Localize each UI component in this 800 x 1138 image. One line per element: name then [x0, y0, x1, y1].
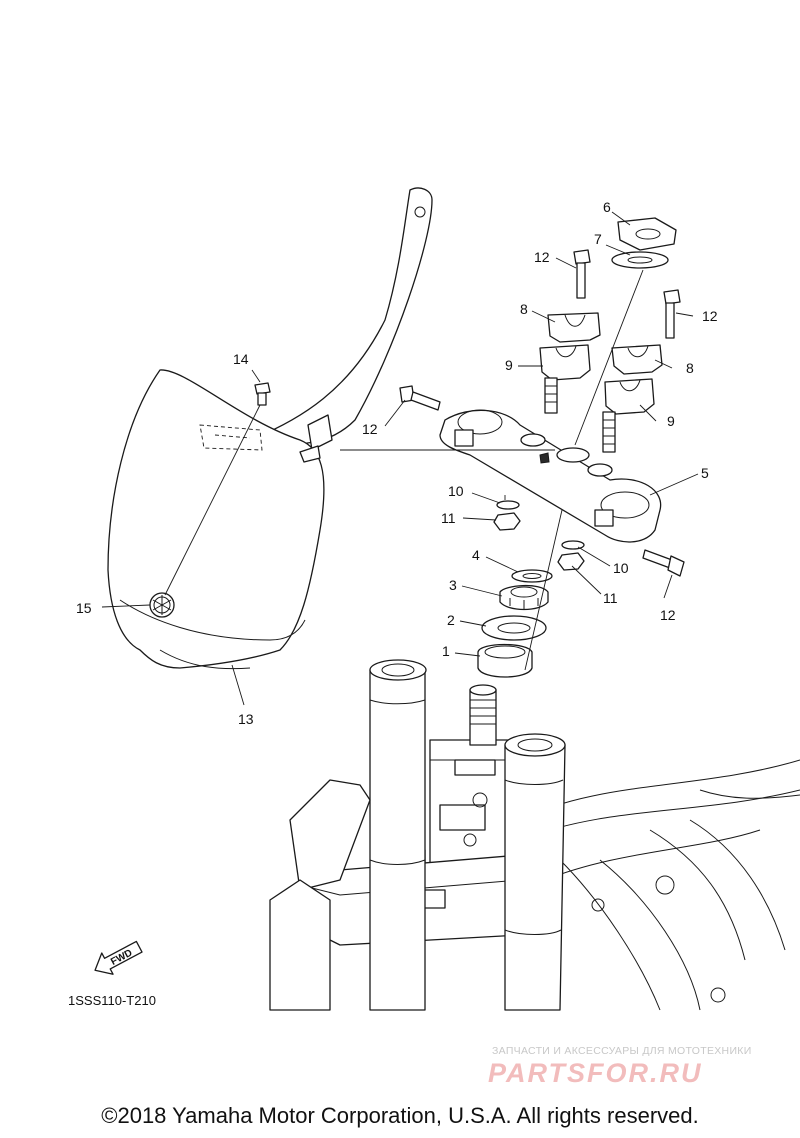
nut-11-left [493, 512, 521, 531]
bearing-1 [477, 643, 533, 678]
washer-10-left [496, 500, 520, 510]
callout-14: 14 [233, 351, 249, 367]
washer-7 [611, 251, 669, 269]
callout-7: 7 [594, 231, 602, 247]
callout-4: 4 [472, 547, 480, 563]
callout-11-left: 11 [441, 510, 456, 526]
washer-10-right [561, 540, 585, 550]
callout-5: 5 [701, 465, 709, 481]
callout-10-left: 10 [448, 483, 464, 499]
holder-upper-right-8 [611, 344, 663, 375]
yamaha-emblem-15 [149, 592, 175, 618]
callout-12-right: 12 [660, 607, 676, 623]
callout-2: 2 [447, 612, 455, 628]
bolt-12-top-right [663, 289, 681, 339]
leader-lines [101, 211, 699, 706]
watermark-tagline: ЗАПЧАСТИ И АКСЕССУАРЫ ДЛЯ МОТОТЕХНИКИ [492, 1045, 752, 1057]
callout-9-left: 9 [505, 357, 513, 373]
washer-4 [511, 569, 553, 583]
fwd-label: FWD [109, 948, 134, 968]
holder-lower-left-9 [539, 344, 591, 414]
callout-12-top-left: 12 [534, 249, 550, 265]
bolt-12-right [642, 549, 685, 577]
callout-12-top-right: 12 [702, 308, 718, 324]
callout-15: 15 [76, 600, 92, 616]
ring-nut-3 [499, 584, 549, 611]
fork-tube-left [269, 659, 427, 1011]
callout-12-left: 12 [362, 421, 378, 437]
callout-9-right: 9 [667, 413, 675, 429]
bearing-cover-2 [481, 615, 547, 641]
callout-3: 3 [449, 577, 457, 593]
bolt-14 [254, 382, 271, 406]
callout-13: 13 [238, 711, 254, 727]
steering-stem [469, 684, 497, 746]
holder-lower-right-9 [602, 378, 655, 453]
holder-upper-left-8 [547, 312, 601, 343]
bolt-12-left [399, 385, 441, 411]
fwd-arrow: FWD [94, 940, 143, 975]
diagram-code: 1SSS110-T210 [68, 993, 156, 1008]
fork-tube-right [504, 733, 566, 1011]
nut-11-right [557, 552, 585, 571]
callout-10-right: 10 [613, 560, 629, 576]
copyright-notice: ©2018 Yamaha Motor Corporation, U.S.A. A… [101, 1103, 699, 1128]
callout-8-right: 8 [686, 360, 694, 376]
callout-1: 1 [442, 643, 450, 659]
nut-6 [617, 217, 677, 251]
upper-triple-clamp [439, 409, 662, 543]
bolt-12-top-left [573, 249, 591, 299]
callout-6: 6 [603, 199, 611, 215]
callout-8-left: 8 [520, 301, 528, 317]
watermark-brand: PARTSFOR.RU [488, 1058, 703, 1088]
parts-diagram: 1 2 3 4 5 6 7 8 8 9 9 10 10 11 11 12 12 … [68, 187, 800, 1011]
callouts: 1 2 3 4 5 6 7 8 8 9 9 10 10 11 11 12 12 … [76, 199, 718, 727]
callout-11-right: 11 [603, 590, 618, 606]
